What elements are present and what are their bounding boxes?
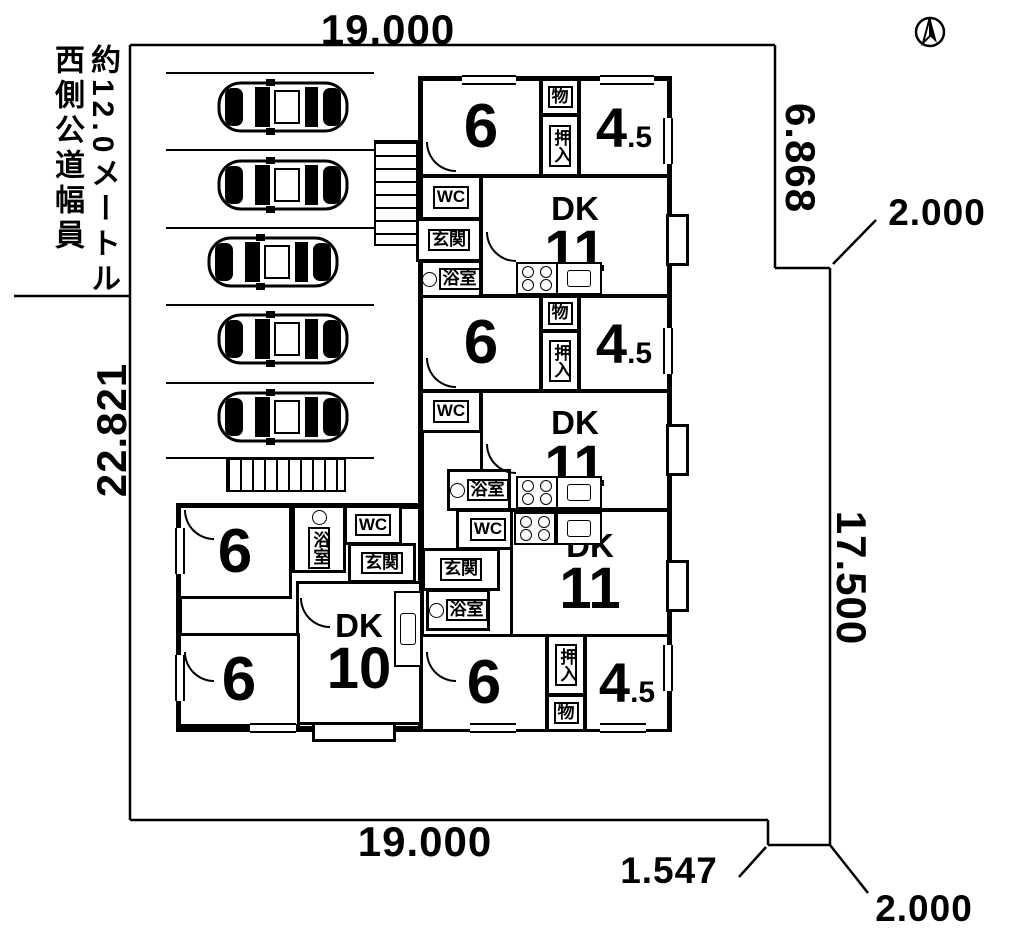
dimension-bottom-step: 1.547 [620,850,718,891]
bath-label: 浴室 [466,478,509,502]
wc-left-wing: WC [344,505,402,545]
entrance-left-wing: 玄関 [348,543,416,583]
entry-porch [312,725,396,742]
storage-label: 物 [553,701,579,725]
bath-left-wing: 浴室 [292,505,346,573]
storage-unit-c: 物 [546,694,586,732]
storage-label: 物 [547,85,573,109]
window [663,645,673,691]
wc-label: WC [432,400,470,423]
parking-stall-lines [166,72,374,459]
room-4-5-unit-a: 4 .5 [578,78,670,177]
bay-window [666,214,689,266]
room-size-label: 4 [598,651,631,715]
closet-unit-b: 押入 [540,330,580,392]
car-icon [217,310,349,368]
sink-icon [556,512,602,545]
sink-icon [556,262,602,295]
bath-label: 浴室 [445,598,488,622]
entrance-label: 玄関 [361,551,403,575]
closet-label: 押入 [554,644,578,686]
tub-icon [428,602,444,618]
room-6-left-bottom: 6 [178,633,300,727]
closet-unit-c: 押入 [546,634,586,696]
dk-label: DK [551,404,599,442]
room-size-label: 4 [595,311,628,375]
dimension-top: 19.000 [320,6,456,53]
dk-label: DK [335,606,383,644]
wc-unit-b: WC [420,390,482,433]
room-size-label: 6 [466,647,502,717]
bath-unit-b: 浴室 [447,469,511,511]
dk-label: DK [551,189,599,227]
wc-label: WC [469,518,507,541]
car-icon [207,233,339,291]
car-icon [217,156,349,214]
closet-label: 押入 [548,124,572,167]
dimension-right-step: 2.000 [888,192,986,233]
dimension-bottom: 19.000 [357,818,493,865]
stairs [374,140,418,246]
room-size-label: 4 [595,95,628,159]
dimension-left: 22.821 [88,362,135,498]
car-icon [217,78,349,136]
wc-label: WC [354,513,392,537]
north-compass-icon [914,16,946,48]
window [600,723,646,733]
storage-label: 物 [547,302,573,325]
room-size-fraction: .5 [627,120,653,154]
window [470,723,516,733]
room-size-fraction: .5 [627,336,653,370]
bath-unit-a: 浴室 [420,260,482,298]
dimension-right-lower: 17.500 [828,510,875,646]
room-size-label: 6 [221,644,257,714]
sink-icon [556,476,602,509]
tub-icon [421,271,437,287]
entrance-label: 玄関 [440,558,482,581]
road-width-label-line1: 西側公道幅員 [50,44,83,254]
stove-icon [516,476,558,509]
closet-unit-a: 押入 [540,114,580,177]
dimension-bottom-right-step: 2.000 [875,888,973,929]
room-size-label: 6 [463,308,499,378]
tub-icon [449,482,465,498]
road-width-label-line2: 約12.0メートル [86,44,119,298]
bay-window [666,424,689,476]
stove-icon [516,262,558,295]
window [250,723,296,733]
closet-label: 押入 [548,340,572,382]
room-size-label: 6 [217,516,253,586]
room-4-5-unit-b: 4 .5 [578,295,670,392]
room-size-label: 6 [463,92,499,162]
bath-label: 浴室 [438,267,481,291]
window [462,75,516,85]
window [175,655,185,701]
bath-unit-c: 浴室 [426,589,490,631]
window [175,528,185,574]
room-4-5-unit-c: 4 .5 [584,634,670,732]
kitchen-counter-icon [394,591,422,667]
room-size-fraction: .5 [630,676,656,710]
window [600,75,654,85]
storage-unit-b: 物 [540,295,580,332]
storage-unit-a: 物 [540,78,580,116]
bath-label: 浴室 [307,526,331,569]
tub-icon [311,509,327,525]
dk-size-label: 11 [559,556,621,622]
window [663,328,673,374]
dimension-right-upper: 6.868 [777,102,824,214]
car-icon [217,388,349,446]
bay-window [666,560,689,612]
dk-size-label: 10 [326,636,392,702]
entrance-label: 玄関 [428,228,470,252]
stove-icon [514,512,556,545]
wc-unit-a: WC [420,175,482,220]
entrance-unit-c: 玄関 [422,548,500,591]
window [663,118,673,164]
wc-label: WC [432,186,470,209]
entrance-unit-a: 玄関 [416,218,482,262]
room-6-unit-c: 6 [420,634,548,732]
walkway-grating [226,458,346,492]
